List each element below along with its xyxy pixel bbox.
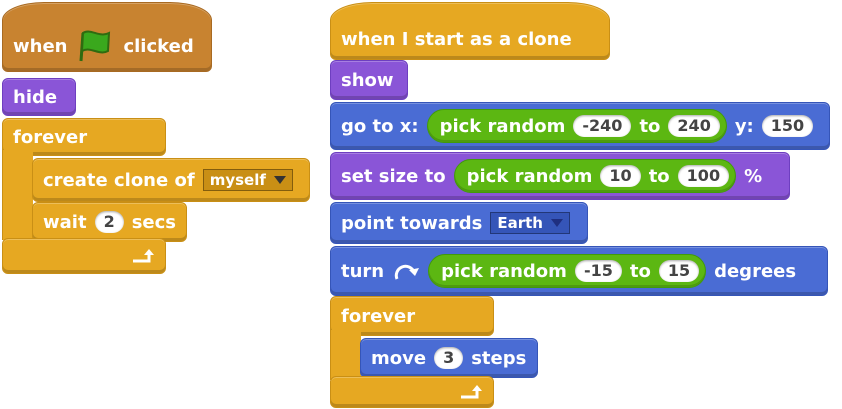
goto-to-label: to [639, 115, 661, 137]
create-clone-label: create clone of [43, 169, 195, 191]
when-start-as-clone-block[interactable]: when I start as a clone [330, 2, 610, 60]
set-size-block[interactable]: set size to pick random 10 to 100 % [330, 152, 790, 200]
turn-to-input[interactable]: 15 [658, 260, 700, 282]
hat-label: when I start as a clone [341, 28, 572, 50]
goto-label: go to x: [341, 115, 419, 137]
move-steps-input[interactable]: 3 [434, 347, 464, 369]
when-label: when [13, 35, 68, 57]
wait-label: wait [43, 211, 87, 233]
turn-from-input[interactable]: -15 [574, 260, 622, 282]
size-label: set size to [341, 165, 446, 187]
point-label: point towards [341, 212, 483, 234]
go-to-block[interactable]: go to x: pick random -240 to 240 y: 150 [330, 102, 830, 150]
forever-block[interactable]: forever [330, 296, 494, 336]
size-to-input[interactable]: 100 [677, 165, 730, 187]
loop-arrow-icon [459, 383, 483, 401]
show-label: show [341, 69, 394, 91]
clone-target-value: myself [209, 171, 266, 189]
chevron-down-icon [273, 176, 286, 184]
goto-pick-label: pick random [439, 115, 566, 137]
forever-arm [2, 150, 33, 240]
loop-arrow-icon [131, 247, 155, 265]
size-percent-label: % [744, 165, 763, 187]
size-random-reporter[interactable]: pick random 10 to 100 [453, 159, 737, 193]
forever-block[interactable]: forever [2, 118, 166, 156]
goto-y-input[interactable]: 150 [761, 115, 814, 137]
turn-pick-label: pick random [441, 260, 567, 282]
turn-random-reporter[interactable]: pick random -15 to 15 [428, 254, 707, 288]
hide-label: hide [13, 86, 58, 108]
goto-random-reporter[interactable]: pick random -240 to 240 [426, 109, 727, 143]
forever-bottom [2, 238, 166, 274]
when-flag-clicked-block[interactable]: when clicked [2, 2, 212, 72]
turn-to-label: to [629, 260, 651, 282]
goto-from-input[interactable]: -240 [573, 115, 632, 137]
size-to-label: to [648, 165, 670, 187]
clone-target-dropdown[interactable]: myself [202, 169, 293, 191]
move-block[interactable]: move 3 steps [360, 338, 538, 378]
point-towards-block[interactable]: point towards Earth [330, 202, 588, 244]
turn-degrees-label: degrees [714, 260, 797, 282]
wait-block[interactable]: wait 2 secs [32, 202, 187, 242]
rotate-clockwise-icon [392, 259, 420, 283]
green-flag-icon [75, 29, 115, 63]
size-from-input[interactable]: 10 [600, 165, 641, 187]
forever-arm [330, 330, 361, 380]
hide-block[interactable]: hide [2, 78, 76, 116]
forever-label: forever [13, 126, 88, 148]
goto-y-label: y: [734, 115, 754, 137]
secs-label: secs [131, 211, 177, 233]
show-block[interactable]: show [330, 60, 408, 100]
turn-label: turn [341, 260, 385, 282]
point-target-dropdown[interactable]: Earth [490, 212, 570, 234]
forever-label: forever [341, 305, 416, 327]
goto-to-input[interactable]: 240 [668, 115, 720, 137]
point-target-value: Earth [497, 214, 543, 232]
forever-bottom [330, 376, 494, 408]
create-clone-block[interactable]: create clone of myself [32, 158, 310, 202]
turn-block[interactable]: turn pick random -15 to 15 degrees [330, 246, 828, 296]
move-label: move [371, 347, 427, 369]
wait-seconds-input[interactable]: 2 [94, 211, 124, 233]
size-pick-label: pick random [466, 165, 593, 187]
steps-label: steps [471, 347, 527, 369]
chevron-down-icon [550, 219, 563, 227]
clicked-label: clicked [123, 35, 194, 57]
